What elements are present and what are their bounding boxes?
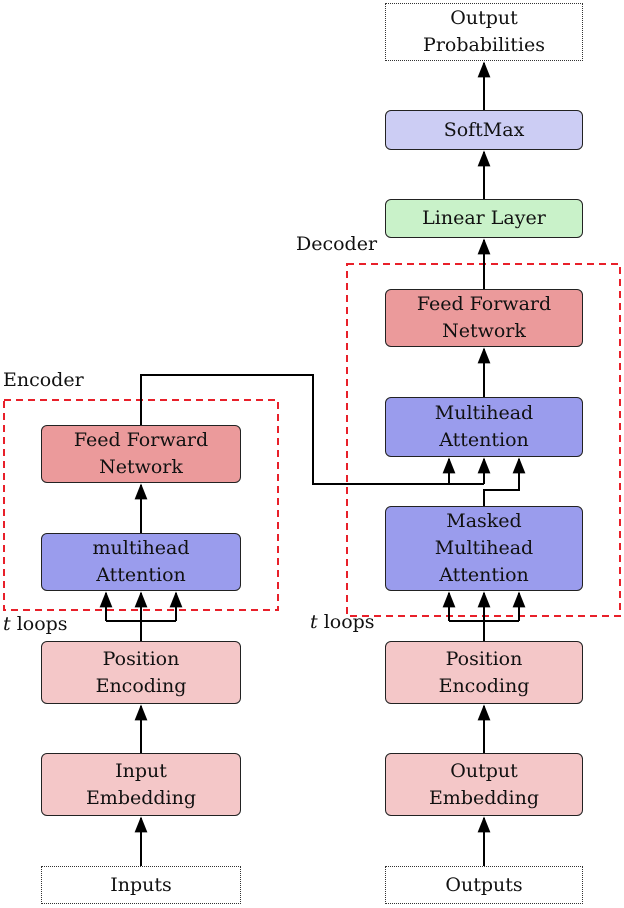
softmax-box: SoftMax [385, 110, 583, 150]
output-emb-line1: Output [450, 759, 518, 782]
output-probabilities-box: Output Probabilities [385, 3, 583, 61]
encoder-attention-box: multihead Attention [41, 533, 241, 591]
line-encoder-to-decoder [140, 374, 449, 485]
line-masked-to-attn [483, 457, 526, 506]
output-embedding-box: Output Embedding [385, 753, 583, 816]
encoder-pos-line2: Encoding [95, 674, 187, 697]
inputs-box: Inputs [41, 866, 241, 904]
decoder-loops-var: t [310, 611, 318, 633]
decoder-pos-line1: Position [445, 647, 523, 670]
input-emb-line2: Embedding [85, 786, 197, 809]
decoder-pos-line2: Encoding [438, 674, 530, 697]
decoder-ffn-line2: Network [442, 320, 526, 342]
input-embedding-box: Input Embedding [41, 753, 241, 816]
output-prob-line2: Probabilities [423, 34, 545, 56]
input-emb-line1: Input [115, 759, 167, 782]
encoder-position-encoding-box: Position Encoding [41, 641, 241, 704]
output-emb-line2: Embedding [428, 786, 540, 809]
decoder-feed-forward-box: Feed Forward Network [385, 289, 583, 347]
linear-layer-box: Linear Layer [385, 199, 583, 238]
decoder-attention-box: Multihead Attention [385, 397, 583, 457]
decoder-attn-line1: Multihead [434, 402, 534, 424]
encoder-label: Encoder [3, 369, 84, 391]
masked-attn-line1: Masked [446, 510, 522, 532]
encoder-loops-label: t loops [3, 613, 68, 635]
masked-attention-box: Masked Multihead Attention [385, 506, 583, 591]
decoder-loops-label: t loops [310, 611, 375, 633]
encoder-feed-forward-box: Feed Forward Network [41, 425, 241, 483]
decoder-label: Decoder [296, 233, 378, 255]
encoder-ffn-line2: Network [99, 456, 183, 478]
decoder-attn-line2: Attention [439, 429, 529, 451]
encoder-ffn-line1: Feed Forward [73, 429, 209, 451]
encoder-loops-var: t [3, 613, 11, 635]
output-prob-line1: Output [450, 7, 518, 29]
outputs-box: Outputs [385, 866, 583, 904]
masked-attn-line3: Attention [439, 564, 529, 586]
decoder-position-encoding-box: Position Encoding [385, 641, 583, 704]
encoder-attn-line1: multihead [92, 537, 190, 559]
decoder-ffn-line1: Feed Forward [416, 293, 552, 315]
encoder-loops-text: loops [16, 613, 68, 635]
decoder-loops-text: loops [323, 611, 375, 633]
encoder-pos-line1: Position [102, 647, 180, 670]
encoder-attn-line2: Attention [96, 564, 186, 586]
masked-attn-line2: Multihead [434, 537, 534, 559]
